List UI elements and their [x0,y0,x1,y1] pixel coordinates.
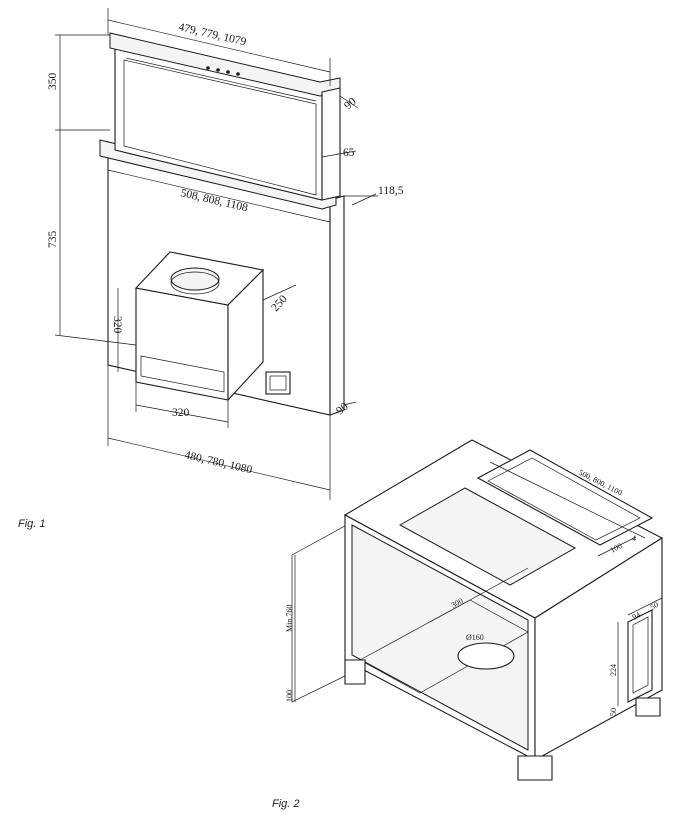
fig2-leg-right [635,697,661,717]
fig2-vent-inner [632,616,649,694]
fig1-dim-line [107,169,331,223]
fig1-motor-outlet-rim [170,271,220,295]
fig2-dim-vent-width: 94 [631,610,642,622]
fig2-dim-min-height: Min.760 [285,605,294,632]
fig2-leg-left [344,659,366,685]
fig2-dim-plinth: 100 [285,690,294,702]
fig1-dim-line [351,193,377,206]
fig1-caption: Fig. 1 [18,518,46,530]
fig1-dim-line [343,401,357,406]
fig1-dim-thickness: 65 [343,147,355,159]
fig1-dim-depth-top: 90 [342,96,359,113]
fig1-glass-inner [123,59,317,196]
fig2-cabinet-interior [351,524,529,751]
fig1-dim-line [262,284,297,301]
fig2-dim-vent-height: 224 [609,664,618,676]
fig1-drawing: 479, 779, 1079 350 90 65 118,5 508, 808,… [47,8,404,500]
fig2-leg-front [517,755,553,781]
fig1-motor-side [227,268,264,402]
fig1-control-box [265,371,291,395]
fig2-adjacent-cabinet [291,525,346,703]
fig1-dim-line [135,404,229,423]
fig1-dim-motor-height: 320 [111,316,123,334]
fig2-cutout-inner [487,457,641,541]
fig1-control-box-inner [269,375,287,391]
fig2-dim-vent-margin: 50 [649,600,660,612]
fig2-vent-opening [627,609,653,703]
fig2-dim-duct-diameter: Ø160 [466,633,484,642]
fig2-dim-line [429,567,529,623]
fig1-dim-line [321,150,357,158]
fig1-touch-control [236,72,240,76]
fig1-control-strip [125,57,317,102]
fig1-rear-column [329,195,345,416]
fig1-touch-control [206,66,210,70]
fig1-dim-body-height: 735 [47,231,59,249]
fig2-caption: Fig. 2 [272,798,300,810]
fig1-motor-outlet [170,267,220,291]
fig1-dim-mount-depth: 118,5 [378,185,404,197]
fig2-duct-hole [457,642,515,670]
fig1-dim-line [107,437,331,491]
fig1-dim-line [339,95,359,109]
fig1-touch-control [226,70,230,74]
fig2-dim-vent-bottom: 50 [609,708,618,716]
fig1-dim-line [107,19,331,73]
fig1-dim-height-top: 350 [47,73,59,91]
fig1-ext-line [54,334,137,346]
fig2-dim-line [489,461,646,539]
fig2-dim-cutout-gap: 4 [632,534,636,543]
fig1-glass-side [321,87,341,201]
fig2-dim-line [627,597,663,616]
fig1-touch-control [216,68,220,72]
fig2-hob-cutout [398,487,577,586]
fig1-dim-overall-width: 480, 780, 1080 [183,449,253,476]
fig1-motor-front [135,287,229,401]
fig1-motor-panel [140,355,225,393]
fig2-cabinet-right [534,537,663,761]
fig1-dim-motor-width: 320 [172,407,190,419]
fig2-drawing: 500, 800, 1100 100 4 Min.760 100 300 Ø16… [285,439,664,781]
fig2-worktop-cutout [476,449,654,546]
fig2-dim-line [597,536,637,557]
